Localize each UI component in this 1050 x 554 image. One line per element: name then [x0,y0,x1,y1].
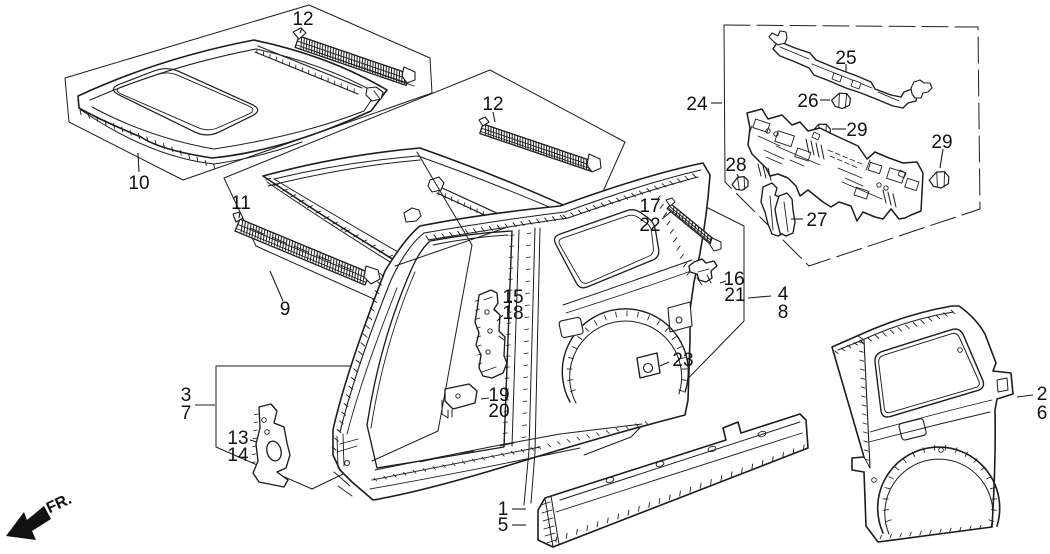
svg-text:11: 11 [231,193,251,214]
svg-text:29: 29 [931,132,952,153]
svg-text:4: 4 [778,284,789,305]
svg-text:2: 2 [1037,384,1048,405]
svg-text:27: 27 [806,210,827,231]
svg-text:3: 3 [181,385,192,406]
svg-text:13: 13 [227,428,248,449]
svg-text:10: 10 [128,173,149,194]
svg-text:17: 17 [639,196,660,217]
svg-text:24: 24 [686,94,708,115]
svg-text:29: 29 [846,120,867,141]
svg-text:1: 1 [498,499,509,520]
svg-text:20: 20 [488,401,509,422]
svg-text:6: 6 [1037,403,1048,424]
svg-text:16: 16 [723,269,744,290]
svg-text:8: 8 [778,302,789,323]
svg-text:26: 26 [797,91,818,112]
svg-text:9: 9 [280,299,291,320]
svg-text:5: 5 [498,515,509,536]
svg-text:21: 21 [724,285,745,306]
svg-text:18: 18 [502,303,523,324]
svg-text:22: 22 [639,215,660,236]
svg-text:19: 19 [488,385,509,406]
svg-text:14: 14 [227,445,249,466]
svg-text:25: 25 [835,48,856,69]
svg-text:12: 12 [482,94,503,115]
svg-text:28: 28 [725,155,746,176]
svg-text:7: 7 [181,403,192,424]
svg-text:12: 12 [292,9,313,30]
svg-text:15: 15 [502,287,523,308]
svg-text:23: 23 [672,350,693,371]
